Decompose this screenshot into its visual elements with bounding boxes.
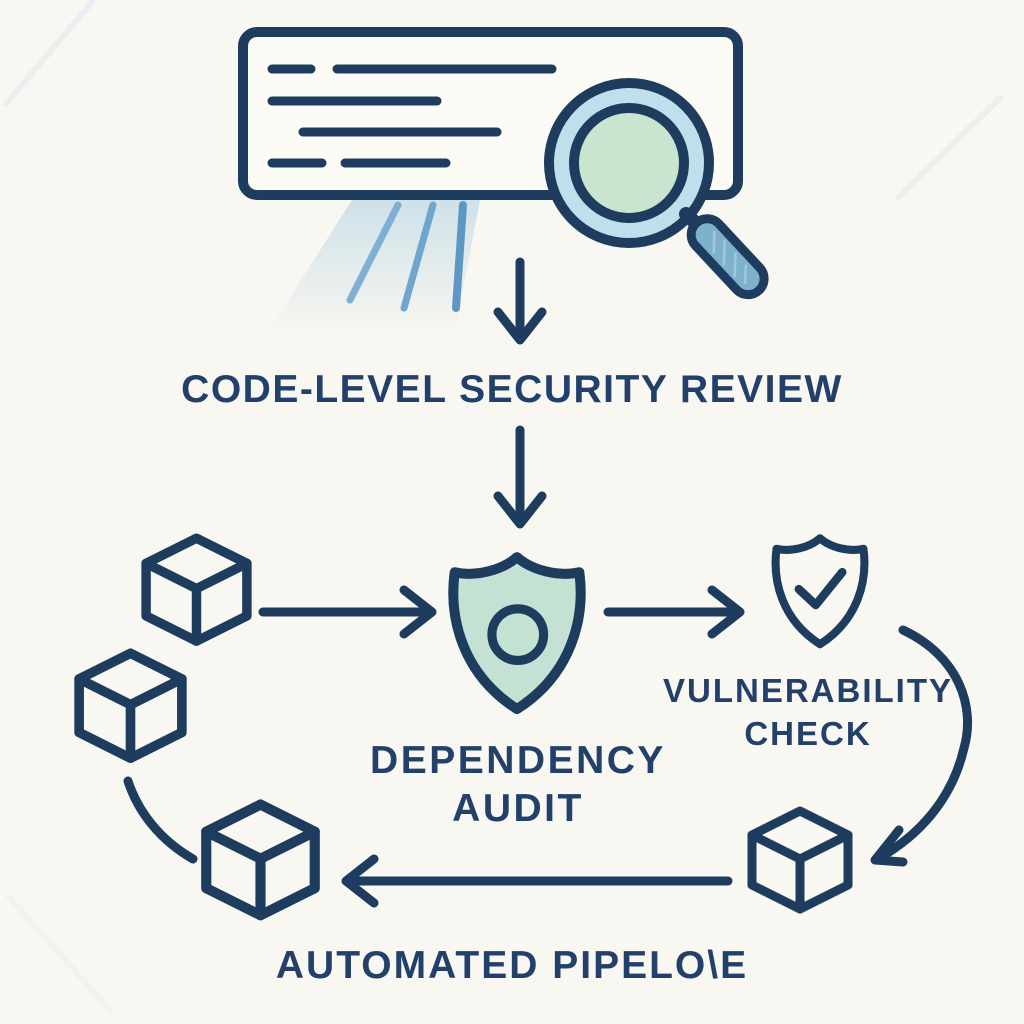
arrow-down-to-audit <box>493 425 547 529</box>
dependency-line2: AUDIT <box>452 787 584 831</box>
flow-arrows <box>123 257 972 908</box>
curved-arrow-check-to-cube <box>870 625 972 867</box>
shield-check-icon <box>776 538 865 644</box>
cube-icon-mid-left <box>79 653 182 758</box>
stage-label-automated-pipeline: AUTOMATED PIPELO\E <box>0 942 1024 990</box>
background-streaks <box>3 0 1003 1013</box>
document-text-lines <box>267 64 557 168</box>
arrow-cube-to-cube <box>341 854 733 908</box>
stage-label-code-review: CODE-LEVEL SECURITY REVIEW <box>0 366 1024 414</box>
arrow-down-to-title <box>493 257 547 345</box>
scan-beam <box>268 200 480 332</box>
stage-label-dependency-audit: DEPENDENCY AUDIT <box>317 737 719 834</box>
cube-icon-top-left <box>146 538 247 641</box>
cube-icon-bottom-right <box>752 811 848 909</box>
stage-label-vulnerability-check: VULNERABILITY CHECK <box>642 670 974 756</box>
automated-pipeline-text: AUTOMATED PIPELO\E <box>275 944 749 987</box>
shield-audit-icon <box>453 557 580 709</box>
code-review-text: CODE-LEVEL SECURITY REVIEW <box>181 368 843 411</box>
dependency-line1: DEPENDENCY <box>370 739 666 782</box>
vulnerability-line1: VULNERABILITY <box>663 672 953 709</box>
arrow-cubes-to-audit <box>258 585 437 639</box>
cycle-arc-left <box>123 776 198 864</box>
vulnerability-line2: CHECK <box>744 714 872 752</box>
arrow-audit-to-check <box>603 585 745 639</box>
cube-icon-bottom-left <box>206 805 314 916</box>
magnifier-icon <box>544 78 769 300</box>
